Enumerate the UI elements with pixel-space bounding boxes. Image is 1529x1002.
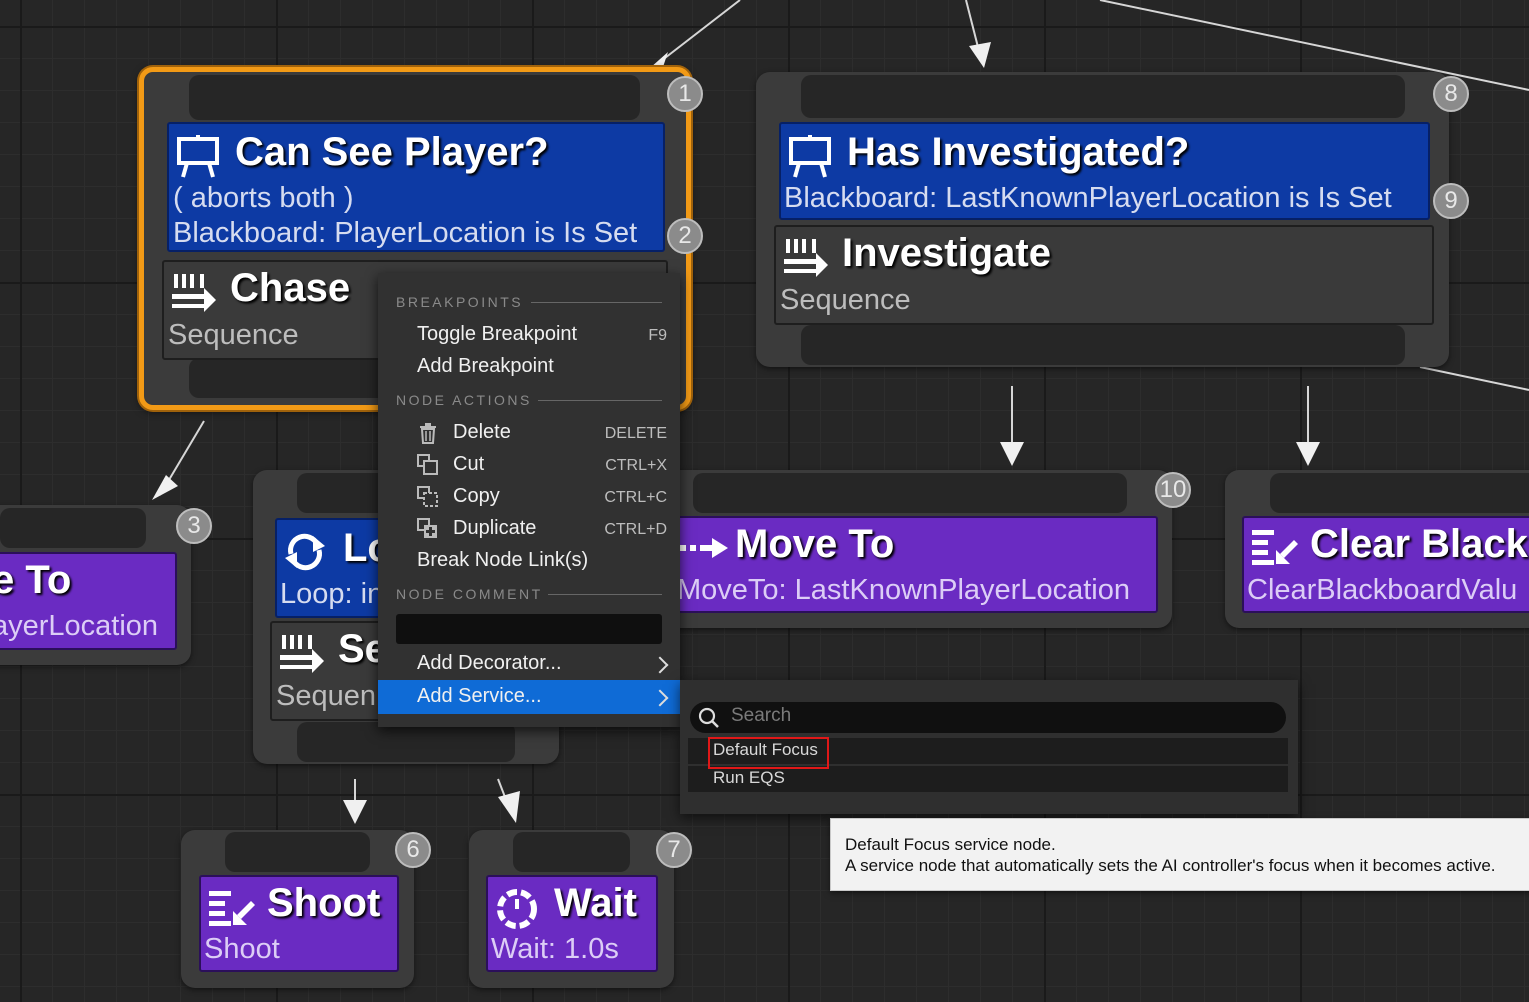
section-breakpoints: BREAKPOINTS bbox=[396, 294, 524, 310]
service-option-run-eqs[interactable]: Run EQS bbox=[688, 766, 1288, 792]
can-see-player-decorator[interactable]: Can See Player? ( aborts both ) Blackboa… bbox=[167, 122, 665, 252]
add-service-item[interactable]: Add Service... bbox=[417, 685, 542, 707]
decorator-title: Can See Player? bbox=[235, 130, 549, 174]
section-node-actions: NODE ACTIONS bbox=[396, 392, 532, 408]
blackboard-icon bbox=[789, 135, 831, 178]
decorator-abort-mode: ( aborts both ) bbox=[173, 182, 354, 214]
duplicate-shortcut: CTRL+D bbox=[604, 521, 667, 538]
sequence-icon bbox=[280, 635, 324, 673]
clear-blackboard-task[interactable]: Clear Black ClearBlackboardValu bbox=[1242, 516, 1529, 613]
node-comment-input[interactable] bbox=[396, 614, 662, 644]
loop-icon bbox=[285, 533, 325, 571]
search-placeholder: Search bbox=[731, 705, 792, 726]
task-title: Wait bbox=[554, 881, 637, 925]
composite-title: Investigate bbox=[842, 231, 1051, 275]
has-investigated-decorator[interactable]: Has Investigated? Blackboard: LastKnownP… bbox=[779, 122, 1430, 220]
blackboard-task-icon bbox=[209, 891, 255, 926]
highlight-box bbox=[708, 737, 829, 769]
task-title: Clear Black bbox=[1310, 522, 1528, 566]
input-pin[interactable] bbox=[693, 473, 1127, 513]
investigate-composite[interactable]: Investigate Sequence bbox=[774, 225, 1434, 325]
service-tooltip: Default Focus service node. A service no… bbox=[830, 818, 1529, 891]
wait-task[interactable]: Wait Wait: 1.0s bbox=[486, 875, 658, 972]
toggle-breakpoint-shortcut: F9 bbox=[648, 327, 667, 344]
decorator-index-badge: 2 bbox=[667, 218, 703, 254]
execution-index-badge: 3 bbox=[176, 508, 212, 544]
input-pin[interactable] bbox=[189, 75, 640, 120]
add-breakpoint-item[interactable]: Add Breakpoint bbox=[417, 355, 554, 377]
task-description: MoveTo: LastKnownPlayerLocation bbox=[677, 574, 1130, 606]
move-to-task[interactable]: Move To MoveTo: LastKnownPlayerLocation bbox=[672, 516, 1158, 613]
delete-item[interactable]: Delete bbox=[453, 421, 511, 443]
execution-index-badge: 10 bbox=[1155, 472, 1191, 508]
search-input[interactable]: Search bbox=[690, 702, 1286, 733]
wait-icon bbox=[497, 889, 537, 929]
task-title: Move To bbox=[735, 522, 895, 566]
cut-icon bbox=[417, 454, 438, 475]
execution-index-badge: 7 bbox=[656, 832, 692, 868]
decorator-condition: Loop: in bbox=[280, 578, 384, 610]
decorator-condition: Blackboard: PlayerLocation is Is Set bbox=[173, 217, 638, 249]
cut-shortcut: CTRL+X bbox=[605, 457, 667, 474]
composite-type: Sequen bbox=[276, 680, 376, 712]
delete-shortcut: DELETE bbox=[604, 425, 667, 442]
execution-index-badge: 1 bbox=[667, 76, 703, 112]
section-divider bbox=[538, 400, 662, 401]
service-option-label: Default Focus bbox=[713, 740, 818, 759]
task-description: Shoot bbox=[204, 933, 280, 965]
task-description: ayerLocation bbox=[0, 610, 159, 642]
cut-item[interactable]: Cut bbox=[453, 453, 485, 475]
chevron-right-icon bbox=[651, 656, 669, 674]
execution-index-badge: 6 bbox=[395, 832, 431, 868]
sequence-icon bbox=[172, 274, 216, 312]
service-option-label: Run EQS bbox=[713, 768, 785, 787]
output-pin[interactable] bbox=[297, 722, 515, 762]
section-divider bbox=[548, 594, 662, 595]
task-description: Wait: 1.0s bbox=[491, 933, 619, 965]
decorator-condition: Blackboard: LastKnownPlayerLocation is I… bbox=[784, 182, 1392, 214]
add-service-highlight[interactable] bbox=[378, 680, 680, 714]
shoot-task[interactable]: Shoot Shoot bbox=[199, 875, 399, 972]
section-divider bbox=[531, 302, 662, 303]
loop-composite[interactable]: Se Sequen bbox=[270, 621, 394, 721]
input-pin[interactable] bbox=[801, 75, 1405, 118]
node-context-menu: BREAKPOINTS Toggle Breakpoint F9 Add Bre… bbox=[378, 273, 680, 727]
composite-type: Sequence bbox=[168, 319, 299, 351]
task-title: e To bbox=[0, 558, 72, 602]
service-option-default-focus[interactable]: Default Focus bbox=[688, 738, 1288, 764]
copy-shortcut: CTRL+C bbox=[604, 489, 667, 506]
sequence-icon bbox=[784, 239, 828, 277]
input-pin[interactable] bbox=[1270, 473, 1529, 513]
trash-icon bbox=[420, 423, 436, 444]
blackboard-task-icon bbox=[1252, 530, 1298, 565]
duplicate-item[interactable]: Duplicate bbox=[453, 517, 537, 539]
add-service-submenu: Search Default Focus Run EQS bbox=[680, 680, 1298, 814]
search-icon bbox=[698, 707, 719, 728]
tooltip-description: A service node that automatically sets t… bbox=[845, 856, 1496, 875]
composite-title: Chase bbox=[230, 266, 351, 310]
task-title: Shoot bbox=[267, 881, 381, 925]
add-decorator-item[interactable]: Add Decorator... bbox=[417, 652, 562, 674]
input-pin[interactable] bbox=[513, 832, 630, 872]
move-to-icon bbox=[680, 538, 728, 558]
output-pin[interactable] bbox=[801, 325, 1405, 365]
duplicate-icon bbox=[417, 518, 437, 538]
decorator-title: Has Investigated? bbox=[847, 130, 1190, 174]
execution-index-badge: 8 bbox=[1433, 76, 1469, 112]
tooltip-title: Default Focus service node. bbox=[845, 835, 1056, 854]
task-description: ClearBlackboardValu bbox=[1247, 574, 1518, 606]
input-pin[interactable] bbox=[225, 832, 370, 872]
composite-type: Sequence bbox=[780, 284, 911, 316]
copy-icon bbox=[417, 486, 438, 507]
toggle-breakpoint-item[interactable]: Toggle Breakpoint bbox=[417, 323, 578, 345]
copy-item[interactable]: Copy bbox=[453, 485, 500, 507]
break-node-links-item[interactable]: Break Node Link(s) bbox=[417, 549, 589, 571]
section-node-comment: NODE COMMENT bbox=[396, 586, 543, 602]
decorator-index-badge: 9 bbox=[1433, 183, 1469, 219]
input-pin[interactable] bbox=[0, 508, 146, 548]
move-to-task-left[interactable]: e To ayerLocation bbox=[0, 552, 177, 650]
blackboard-icon bbox=[177, 135, 219, 178]
